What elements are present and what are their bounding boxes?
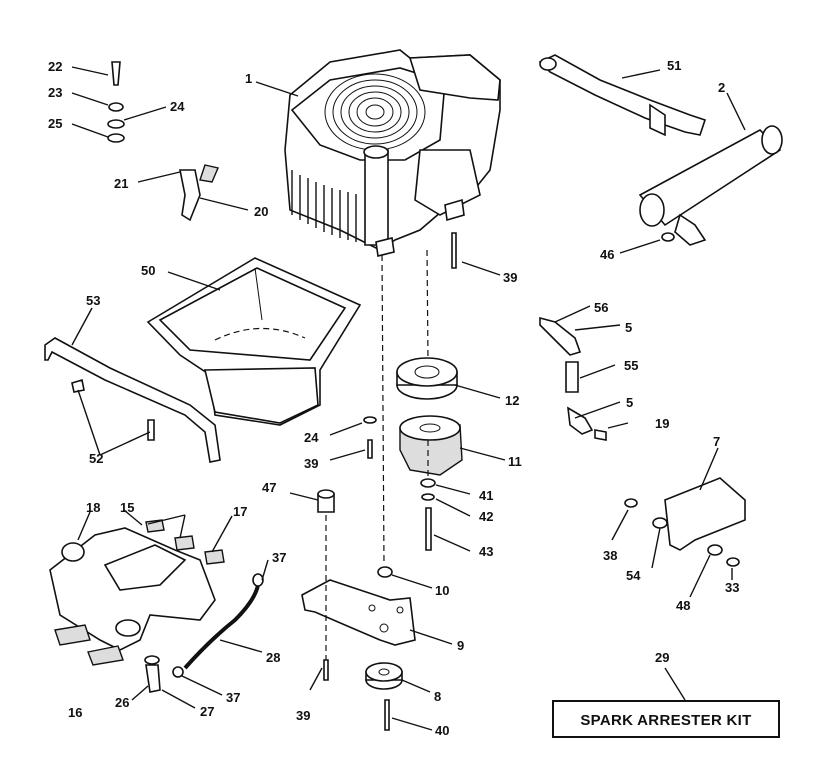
label-11: 11: [508, 454, 522, 469]
spacer-10: [377, 566, 393, 578]
label-39a: 39: [503, 270, 517, 285]
label-5b: 5: [626, 395, 633, 410]
label-17: 17: [233, 504, 247, 519]
label-55: 55: [624, 358, 638, 373]
label-50: 50: [141, 263, 155, 278]
label-12: 12: [505, 393, 519, 408]
label-28: 28: [266, 650, 280, 665]
fasteners: [71, 61, 740, 731]
spark-arrester-kit-box: [552, 700, 780, 738]
label-54: 54: [626, 568, 641, 583]
fittings: [539, 316, 607, 441]
label-53: 53: [86, 293, 100, 308]
part-labels: 1 2 5 5 7 8 9 10 11 12 15 16 17 18 19 20…: [48, 58, 739, 738]
label-26: 26: [115, 695, 129, 710]
label-24a: 24: [170, 99, 185, 114]
fuel-line: [183, 584, 260, 670]
control-lever: [179, 164, 219, 222]
label-9: 9: [457, 638, 464, 653]
label-46: 46: [600, 247, 614, 262]
label-5a: 5: [625, 320, 632, 335]
label-7: 7: [713, 434, 720, 449]
label-16: 16: [68, 705, 82, 720]
label-39b: 39: [304, 456, 318, 471]
label-21: 21: [114, 176, 128, 191]
label-15: 15: [120, 500, 134, 515]
alignment-lines: [325, 249, 429, 660]
label-19: 19: [655, 416, 669, 431]
exhaust-pipe: [538, 54, 707, 137]
label-42: 42: [479, 509, 493, 524]
label-22: 22: [48, 59, 62, 74]
engine-mount: [49, 519, 225, 666]
label-40: 40: [435, 723, 449, 738]
label-39c: 39: [296, 708, 310, 723]
label-48: 48: [676, 598, 690, 613]
bracket: [44, 337, 221, 463]
label-27: 27: [200, 704, 214, 719]
label-20: 20: [254, 204, 268, 219]
label-51: 51: [667, 58, 681, 73]
heat-shield: [146, 257, 362, 426]
label-37a: 37: [272, 550, 286, 565]
pulley-small: [365, 662, 403, 690]
leader-lines: [71, 66, 746, 731]
label-2: 2: [718, 80, 725, 95]
label-41: 41: [479, 488, 493, 503]
label-43: 43: [479, 544, 493, 559]
label-25: 25: [48, 116, 62, 131]
clutch: [399, 415, 463, 476]
engine: [284, 49, 501, 257]
label-1: 1: [245, 71, 252, 86]
spark-arrester-kit-label: SPARK ARRESTER KIT: [580, 712, 751, 729]
engine-plate: [301, 579, 416, 646]
label-10: 10: [435, 583, 449, 598]
label-38: 38: [603, 548, 617, 563]
label-23: 23: [48, 85, 62, 100]
plate-7: [664, 477, 746, 551]
label-56: 56: [594, 300, 608, 315]
label-29: 29: [655, 650, 669, 665]
label-24b: 24: [304, 430, 319, 445]
label-37b: 37: [226, 690, 240, 705]
label-8: 8: [434, 689, 441, 704]
label-47: 47: [262, 480, 276, 495]
label-52: 52: [89, 451, 103, 466]
label-18: 18: [86, 500, 100, 515]
label-33: 33: [725, 580, 739, 595]
muffler: [638, 125, 783, 246]
pulley: [396, 357, 458, 400]
